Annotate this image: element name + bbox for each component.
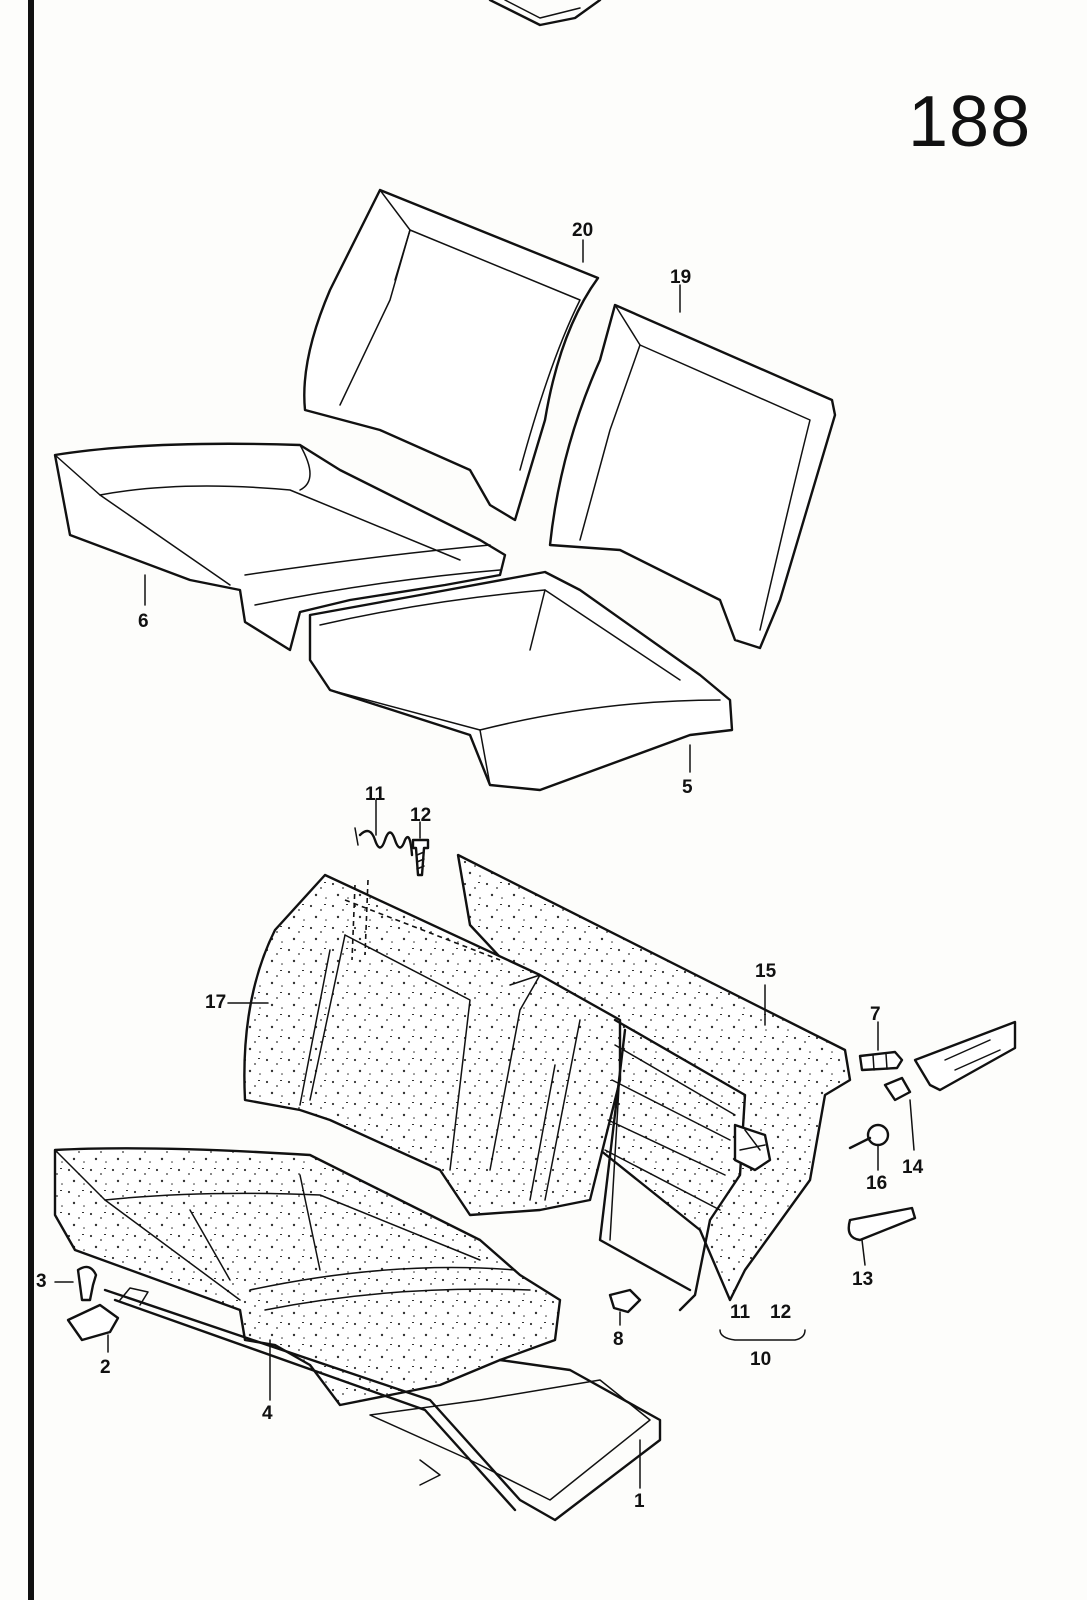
leader-lines [54,239,915,1489]
seat-cover-right [308,570,734,792]
callout-15: 15 [755,961,777,982]
seat-frame [103,1287,662,1522]
callout-13: 13 [852,1269,874,1290]
bolt-16 [848,1123,890,1150]
rail-bracket [913,1020,1017,1092]
callout-12-top: 12 [410,805,432,826]
backrest-cover-right [548,303,837,650]
callout-5: 5 [682,777,693,798]
callout-12-bottom: 12 [770,1302,792,1323]
callout-6: 6 [138,611,149,632]
callout-11-top: 11 [365,784,386,805]
seat-cover-left [53,442,507,652]
backrest-foam [243,873,622,1217]
callout-3: 3 [36,1271,47,1292]
callout-14: 14 [902,1157,924,1178]
plug [858,1050,904,1072]
callout-11-bottom: 11 [730,1302,751,1323]
callout-17: 17 [205,992,227,1013]
callout-1: 1 [634,1491,645,1512]
callout-8: 8 [613,1329,624,1350]
strap [847,1206,917,1242]
callout-19: 19 [670,267,692,288]
clip-14 [883,1076,912,1102]
callout-7: 7 [870,1004,881,1025]
top-fragment [488,0,602,27]
bolt [76,1265,98,1302]
binding-edge [28,0,34,1600]
backrest-cover-left [303,188,600,522]
bushing-8 [608,1288,642,1314]
seat-cushion-foam [53,1147,562,1407]
callout-2: 2 [100,1357,111,1378]
callout-10: 10 [750,1349,772,1370]
spring [354,827,414,857]
screw [411,838,430,877]
backrest-frame [598,1018,747,1312]
hinge-bracket [733,1123,772,1172]
callout-16: 16 [866,1173,888,1194]
clip [66,1303,120,1342]
callout-4: 4 [262,1403,273,1424]
page-number: 188 [908,82,1032,162]
callout-20: 20 [572,220,594,241]
